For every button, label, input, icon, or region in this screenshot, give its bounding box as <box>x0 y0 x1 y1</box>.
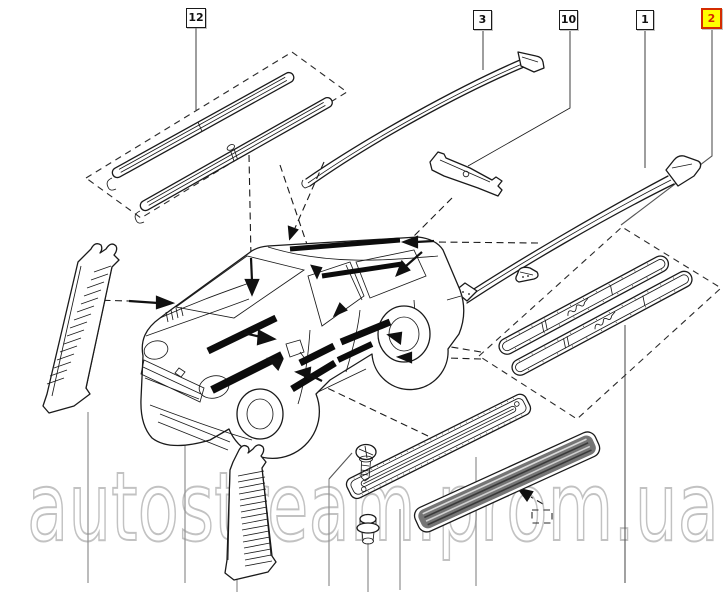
selected-position-box <box>531 509 553 524</box>
sill-screw[interactable] <box>355 443 377 482</box>
callout-box-3[interactable]: 3 <box>473 10 492 30</box>
bottom-leader-lines <box>87 325 626 592</box>
part-10-end-bracket[interactable] <box>429 151 503 197</box>
part-12-side-moulding-strips[interactable] <box>85 51 348 224</box>
callout-leader-lines <box>195 28 713 226</box>
callout-box-12[interactable]: 12 <box>186 8 206 28</box>
callout-2-leader <box>620 30 713 226</box>
a-pillar-trim[interactable] <box>42 243 120 414</box>
callout-box-2-highlighted[interactable]: 2 <box>701 8 722 29</box>
b-pillar-trim[interactable] <box>224 444 277 581</box>
part-1-roof-side-moulding[interactable] <box>454 155 702 304</box>
position-arrows <box>128 225 534 502</box>
sill-scuff-strip[interactable] <box>412 429 603 535</box>
part-3-roof-drip-moulding[interactable] <box>301 51 545 189</box>
car-illustration <box>140 236 465 460</box>
part-2-sill-decal-strips[interactable] <box>478 226 722 420</box>
moulding-position-marks <box>206 237 403 394</box>
sill-clip-nut[interactable] <box>356 513 380 545</box>
part-1-fixing-clip[interactable] <box>515 266 539 283</box>
callout-box-10[interactable]: 10 <box>559 10 578 30</box>
callout-box-1[interactable]: 1 <box>636 10 654 30</box>
door-sill-plate[interactable] <box>344 392 533 501</box>
